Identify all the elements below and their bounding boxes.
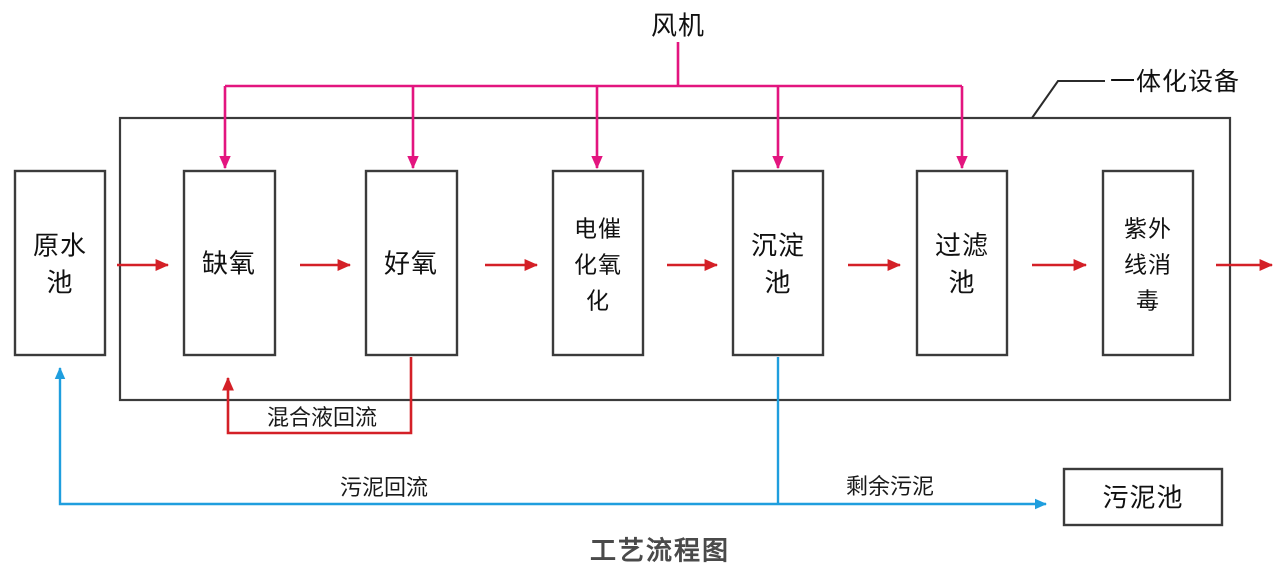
unit-box-aerobic-tank[interactable]	[364, 169, 459, 357]
diagram-caption: 工艺流程图	[590, 537, 730, 567]
unit-box-raw-water-tank[interactable]	[13, 169, 107, 357]
unit-box-filtration-tank[interactable]	[915, 169, 1009, 357]
unit-label-raw-water-tank-line2: 池	[46, 269, 73, 299]
unit-label-raw-water-tank-line1: 原水	[33, 232, 87, 262]
sludge-return-line	[54, 367, 778, 506]
sludge-return-label: 污泥回流	[340, 476, 428, 501]
unit-box-electro-catalytic-oxidation[interactable]	[551, 169, 645, 357]
unit-label-anoxic-tank: 缺氧	[202, 250, 256, 280]
unit-label-sedimentation-line1: 沉淀	[751, 232, 805, 262]
unit-box-uv-disinfection[interactable]	[1101, 169, 1195, 357]
unit-box-sedimentation-tank[interactable]	[731, 169, 825, 357]
unit-label-electro-catalytic-line2: 化氧	[574, 253, 622, 279]
unit-label-uv-line1: 紫外	[1124, 217, 1172, 243]
unit-label-electro-catalytic-line1: 电催	[574, 217, 622, 243]
unit-label-electro-catalytic-line3: 化	[586, 289, 610, 315]
mixed-liquor-return-line	[222, 357, 413, 435]
integrated-equipment-frame	[118, 116, 1232, 402]
unit-label-aerobic-tank: 好氧	[384, 250, 438, 280]
enclosure-label: 一体化设备	[1110, 67, 1240, 96]
blower-label: 风机	[651, 12, 705, 42]
mixed-liquor-return-label: 混合液回流	[267, 406, 377, 431]
unit-label-sedimentation-line2: 池	[764, 269, 791, 299]
excess-sludge-label: 剩余污泥	[846, 475, 934, 500]
unit-box-anoxic-tank[interactable]	[182, 169, 277, 357]
unit-label-filtration-line2: 池	[948, 269, 975, 299]
unit-label-uv-line2: 线消	[1124, 253, 1172, 279]
unit-label-uv-line3: 毒	[1136, 289, 1160, 315]
unit-box-sludge-tank[interactable]	[1062, 467, 1224, 527]
unit-label-filtration-line1: 过滤	[935, 232, 989, 262]
enclosure-leader-line	[1031, 80, 1105, 119]
unit-label-sludge-tank: 污泥池	[1102, 484, 1183, 514]
